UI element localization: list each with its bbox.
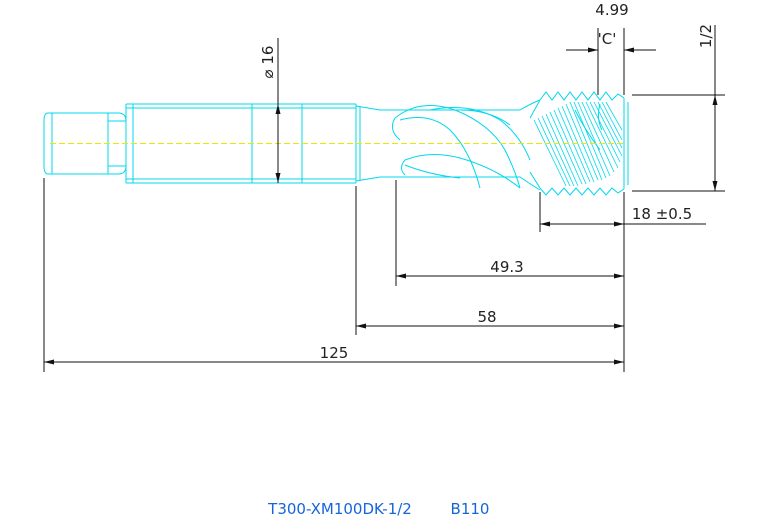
- dim-overall-length: 125: [320, 344, 349, 362]
- thread-section: [529, 91, 629, 196]
- dim-thread-length: 18 ±0.5: [632, 205, 692, 223]
- dim-thread-size: 1/2: [697, 24, 715, 48]
- dim-flute-to-tip: 58: [477, 308, 496, 326]
- dim-chamfer-value: 4.99: [595, 1, 628, 19]
- dimension-lines: [43, 25, 725, 372]
- dim-shank-diameter: ⌀ 16: [259, 46, 277, 79]
- part-code: B110: [451, 500, 490, 518]
- spiral-flutes: [380, 99, 541, 191]
- dim-spiral-length: 49.3: [490, 258, 523, 276]
- part-number: T300-XM100DK-1/2: [267, 500, 412, 518]
- dim-chamfer-label: 'C': [598, 30, 617, 48]
